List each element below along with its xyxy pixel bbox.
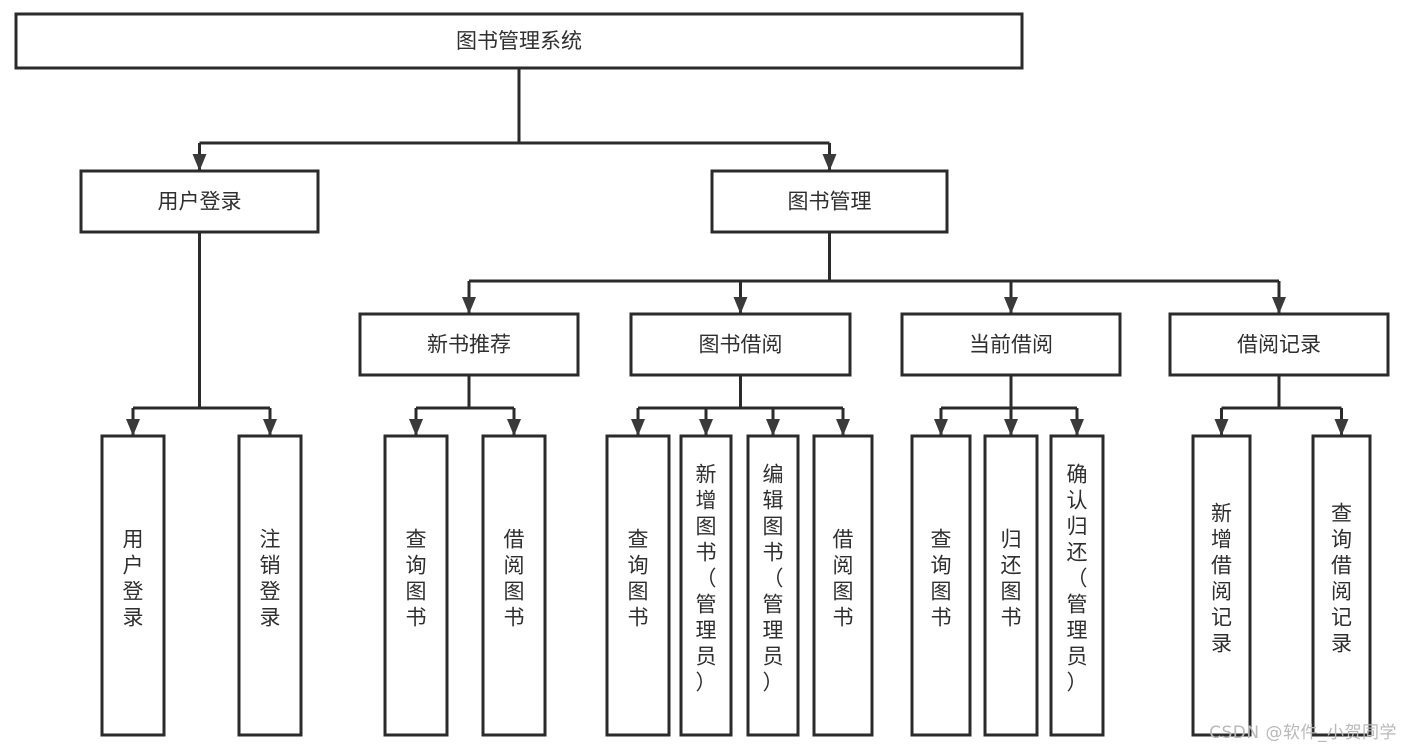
node-leaf-borrow-book-2[interactable]: 借阅图书 bbox=[812, 434, 874, 737]
node-layer: 图书管理系统用户登录图书管理新书推荐图书借阅当前借阅借阅记录用户登录注销登录查询… bbox=[14, 12, 1390, 737]
node-label: 查询图书 bbox=[406, 528, 427, 630]
node-label: 注销登录 bbox=[260, 528, 281, 630]
node-box-leaf-query-record bbox=[1311, 434, 1372, 737]
node-book-borrow[interactable]: 图书借阅 bbox=[629, 312, 852, 377]
node-leaf-edit-book[interactable]: 编辑图书（管理员） bbox=[746, 434, 800, 737]
node-box-leaf-confirm-return bbox=[1049, 434, 1105, 737]
node-box-current-borrow bbox=[900, 312, 1122, 377]
node-label: 确认归还（管理员） bbox=[1067, 463, 1088, 695]
node-box-leaf-query-book-1 bbox=[383, 434, 449, 737]
node-label: 图书管理 bbox=[788, 190, 872, 214]
node-root[interactable]: 图书管理系统 bbox=[14, 12, 1024, 70]
node-book-manage[interactable]: 图书管理 bbox=[710, 169, 949, 234]
node-label: 当前借阅 bbox=[969, 333, 1053, 357]
node-label: 新增借阅记录 bbox=[1211, 502, 1232, 656]
node-box-new-book-rec bbox=[358, 312, 580, 377]
node-leaf-add-record[interactable]: 新增借阅记录 bbox=[1191, 434, 1252, 737]
node-box-leaf-add-book bbox=[679, 434, 733, 737]
node-borrow-record[interactable]: 借阅记录 bbox=[1168, 312, 1390, 377]
node-leaf-borrow-book-1[interactable]: 借阅图书 bbox=[481, 434, 547, 737]
node-leaf-query-book-3[interactable]: 查询图书 bbox=[910, 434, 972, 737]
edge-group-book_manage bbox=[462, 232, 1286, 314]
node-box-leaf-edit-book bbox=[746, 434, 800, 737]
node-label: 查询图书 bbox=[628, 528, 649, 630]
node-label: 查询图书 bbox=[931, 528, 952, 630]
edge-group-current_borrow bbox=[934, 375, 1084, 436]
node-label: 借阅图书 bbox=[833, 528, 854, 630]
node-leaf-confirm-return[interactable]: 确认归还（管理员） bbox=[1049, 434, 1105, 737]
node-new-book-rec[interactable]: 新书推荐 bbox=[358, 312, 580, 377]
node-label: 归还图书 bbox=[1001, 528, 1022, 630]
node-box-borrow-record bbox=[1168, 312, 1390, 377]
node-label: 图书管理系统 bbox=[456, 29, 582, 53]
edge-group-borrow_record bbox=[1214, 375, 1349, 436]
node-label: 新书推荐 bbox=[427, 333, 511, 357]
node-leaf-add-book[interactable]: 新增图书（管理员） bbox=[679, 434, 733, 737]
node-label: 用户登录 bbox=[123, 528, 144, 630]
node-label: 新增图书（管理员） bbox=[696, 463, 717, 695]
node-box-book-borrow bbox=[629, 312, 852, 377]
node-box-leaf-borrow-book-1 bbox=[481, 434, 547, 737]
csdn-watermark: CSDN @软件_小贺同学 bbox=[1209, 723, 1397, 743]
node-box-leaf-return-book bbox=[983, 434, 1039, 737]
node-label: 借阅记录 bbox=[1237, 333, 1321, 357]
node-box-leaf-query-book-3 bbox=[910, 434, 972, 737]
node-label: 查询借阅记录 bbox=[1331, 502, 1352, 656]
node-box-user-login bbox=[79, 169, 320, 234]
edge-group-root bbox=[192, 68, 837, 171]
edge-group-new_book_rec bbox=[409, 375, 521, 436]
node-box-leaf-query-book-2 bbox=[605, 434, 671, 737]
node-leaf-logout[interactable]: 注销登录 bbox=[237, 434, 303, 737]
node-label: 用户登录 bbox=[158, 190, 242, 214]
node-label: 图书借阅 bbox=[699, 333, 783, 357]
node-label: 编辑图书（管理员） bbox=[763, 463, 784, 695]
connector-layer bbox=[126, 68, 1349, 436]
node-leaf-user-login[interactable]: 用户登录 bbox=[100, 434, 166, 737]
node-leaf-query-book-1[interactable]: 查询图书 bbox=[383, 434, 449, 737]
edge-group-user_login bbox=[126, 232, 277, 436]
node-box-leaf-logout bbox=[237, 434, 303, 737]
node-leaf-return-book[interactable]: 归还图书 bbox=[983, 434, 1039, 737]
node-leaf-query-record[interactable]: 查询借阅记录 bbox=[1311, 434, 1372, 737]
node-label: 借阅图书 bbox=[504, 528, 525, 630]
edge-group-book_borrow bbox=[631, 375, 850, 436]
node-box-leaf-add-record bbox=[1191, 434, 1252, 737]
node-current-borrow[interactable]: 当前借阅 bbox=[900, 312, 1122, 377]
node-leaf-query-book-2[interactable]: 查询图书 bbox=[605, 434, 671, 737]
node-box-book-manage bbox=[710, 169, 949, 234]
node-box-root bbox=[14, 12, 1024, 70]
node-box-leaf-borrow-book-2 bbox=[812, 434, 874, 737]
node-box-leaf-user-login bbox=[100, 434, 166, 737]
node-user-login[interactable]: 用户登录 bbox=[79, 169, 320, 234]
